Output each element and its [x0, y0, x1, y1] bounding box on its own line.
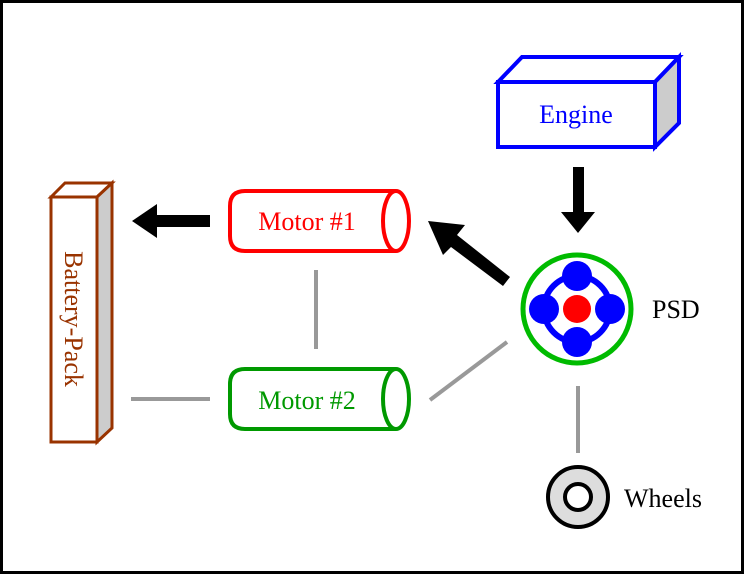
engine-block: Engine	[493, 52, 684, 152]
motor1-label: Motor #1	[258, 207, 356, 236]
motor2-label: Motor #2	[258, 386, 356, 415]
motor-1: Motor #1	[228, 189, 411, 253]
psd-planet-left	[529, 294, 559, 324]
psd-sun-gear	[563, 295, 591, 323]
arrow-motor1-to-battery	[132, 204, 210, 238]
psd-planet-top	[562, 261, 592, 291]
motor-2: Motor #2	[228, 367, 411, 431]
battery-side-face	[95, 179, 114, 446]
motor2-end-cap	[381, 367, 411, 431]
power-flow-arrows	[132, 167, 595, 286]
engine-label: Engine	[539, 100, 613, 129]
wheels: Wheels	[546, 465, 702, 529]
psd-planet-bottom	[562, 327, 592, 357]
arrow-psd-to-motor1	[428, 221, 510, 286]
motor1-end-cap	[381, 189, 411, 253]
battery-front-face	[49, 195, 99, 444]
battery-pack: Battery-Pack	[47, 179, 116, 446]
motor2-body	[228, 367, 396, 431]
links	[131, 270, 580, 453]
engine-front-face	[496, 80, 657, 149]
psd-planetary-gear: PSD	[520, 252, 700, 366]
link-motor2-psd	[428, 340, 509, 402]
wheels-label: Wheels	[624, 484, 702, 513]
battery-label: Battery-Pack	[59, 251, 88, 387]
engine-top-face	[493, 55, 684, 84]
psd-label: PSD	[652, 295, 700, 324]
psd-planet-right	[595, 294, 625, 324]
motor1-body	[228, 189, 396, 253]
arrow-engine-to-psd	[561, 167, 595, 233]
wheel-hub	[563, 482, 593, 512]
